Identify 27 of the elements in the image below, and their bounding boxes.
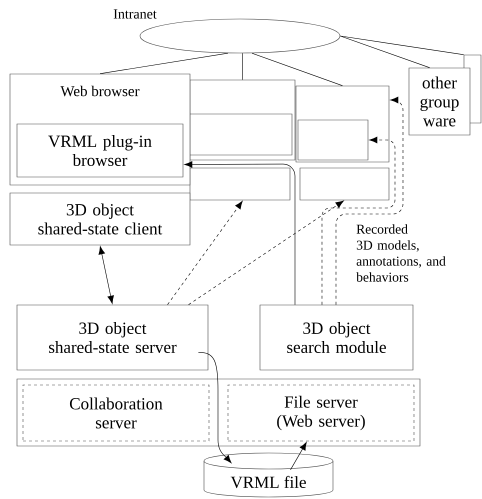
arrow — [184, 161, 296, 305]
node-label: VRML file — [230, 476, 306, 488]
server-box: 3D object shared-state server — [16, 304, 208, 370]
server-box: File server (Web server) — [228, 384, 414, 442]
connection-line — [100, 52, 228, 74]
dashed-arrow — [167, 200, 243, 305]
dashed-arrow — [336, 96, 404, 305]
connection-line — [252, 52, 343, 86]
connection-line — [340, 36, 430, 68]
note-text: Recorded 3D models, annotations, and behaviors — [356, 224, 446, 282]
arrow — [98, 246, 114, 304]
dashed-arrow — [322, 136, 396, 305]
window-box — [190, 114, 292, 156]
window-box — [190, 168, 290, 200]
client-box: 3D object shared-state client — [10, 192, 190, 246]
server-box: Collaboration server — [22, 384, 210, 442]
dashed-arrow — [188, 200, 344, 305]
arrow — [198, 352, 232, 464]
window-box — [300, 168, 390, 200]
connection-line — [242, 53, 243, 80]
window-box — [298, 120, 368, 160]
database-cylinder: VRML file — [204, 452, 334, 498]
module-box: 3D object search module — [260, 304, 414, 370]
plugin-box: VRML plug-in browser — [16, 124, 184, 178]
node-label: Intranet — [114, 9, 157, 19]
connection-line — [340, 36, 464, 55]
arrow — [290, 442, 307, 470]
